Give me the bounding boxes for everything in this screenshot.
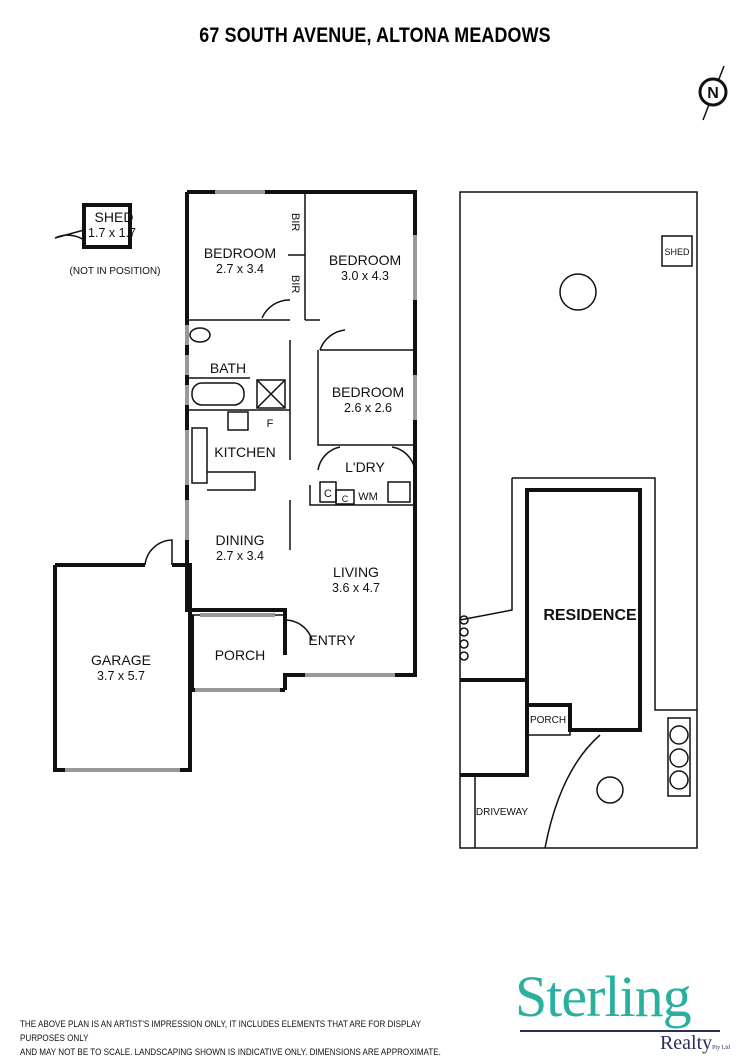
svg-text:3.6 x 4.7: 3.6 x 4.7 bbox=[332, 581, 380, 595]
bir-label: BIR bbox=[289, 213, 301, 231]
svg-text:N: N bbox=[707, 85, 719, 102]
cupboard-label: C bbox=[342, 494, 349, 504]
room-labels: BEDROOM 2.7 x 3.4 BEDROOM 3.0 x 4.3 BEDR… bbox=[91, 213, 404, 683]
bir-label: BIR bbox=[289, 275, 301, 293]
svg-text:2.6 x 2.6: 2.6 x 2.6 bbox=[344, 401, 392, 415]
room-living: LIVING bbox=[333, 564, 379, 580]
room-entry: ENTRY bbox=[308, 632, 356, 648]
svg-text:RESIDENCE: RESIDENCE bbox=[543, 607, 637, 624]
fridge-label: F bbox=[267, 418, 274, 430]
svg-text:2.7 x 3.4: 2.7 x 3.4 bbox=[216, 549, 264, 563]
room-bedroom-2: BEDROOM bbox=[329, 252, 401, 268]
svg-text:PORCH: PORCH bbox=[530, 715, 566, 726]
svg-text:DRIVEWAY: DRIVEWAY bbox=[476, 807, 529, 818]
shed: SHED 1.7 x 1.7 (NOT IN POSITION) bbox=[54, 203, 161, 277]
page-title: 67 SOUTH AVENUE, ALTONA MEADOWS bbox=[199, 24, 551, 47]
room-porch: PORCH bbox=[215, 647, 266, 663]
room-dining: DINING bbox=[216, 532, 265, 548]
svg-text:SHED: SHED bbox=[664, 247, 690, 257]
sterling-realty-logo: Sterling RealtyPty Ltd bbox=[515, 964, 730, 1055]
cupboard-label: C bbox=[324, 488, 332, 500]
room-kitchen: KITCHEN bbox=[214, 444, 275, 460]
room-bath: BATH bbox=[210, 360, 246, 376]
svg-text:3.7 x 5.7: 3.7 x 5.7 bbox=[97, 669, 145, 683]
svg-text:SHED: SHED bbox=[95, 209, 134, 225]
svg-text:1.7 x 1.7: 1.7 x 1.7 bbox=[88, 226, 136, 240]
room-garage: GARAGE bbox=[91, 652, 151, 668]
svg-text:3.0 x 4.3: 3.0 x 4.3 bbox=[341, 269, 389, 283]
room-laundry: L'DRY bbox=[345, 459, 385, 475]
svg-text:(NOT IN POSITION): (NOT IN POSITION) bbox=[70, 266, 161, 277]
room-bedroom-1: BEDROOM bbox=[204, 245, 276, 261]
disclaimer: THE ABOVE PLAN IS AN ARTIST'S IMPRESSION… bbox=[20, 1019, 441, 1058]
washing-machine-label: WM bbox=[358, 491, 378, 503]
room-bedroom-3: BEDROOM bbox=[332, 384, 404, 400]
site-plan: SHED PORCH RESIDENCE DRIVEWAY bbox=[459, 191, 698, 849]
house-walls bbox=[53, 190, 417, 772]
north-arrow-icon: N bbox=[698, 65, 728, 121]
svg-text:2.7 x 3.4: 2.7 x 3.4 bbox=[216, 262, 264, 276]
